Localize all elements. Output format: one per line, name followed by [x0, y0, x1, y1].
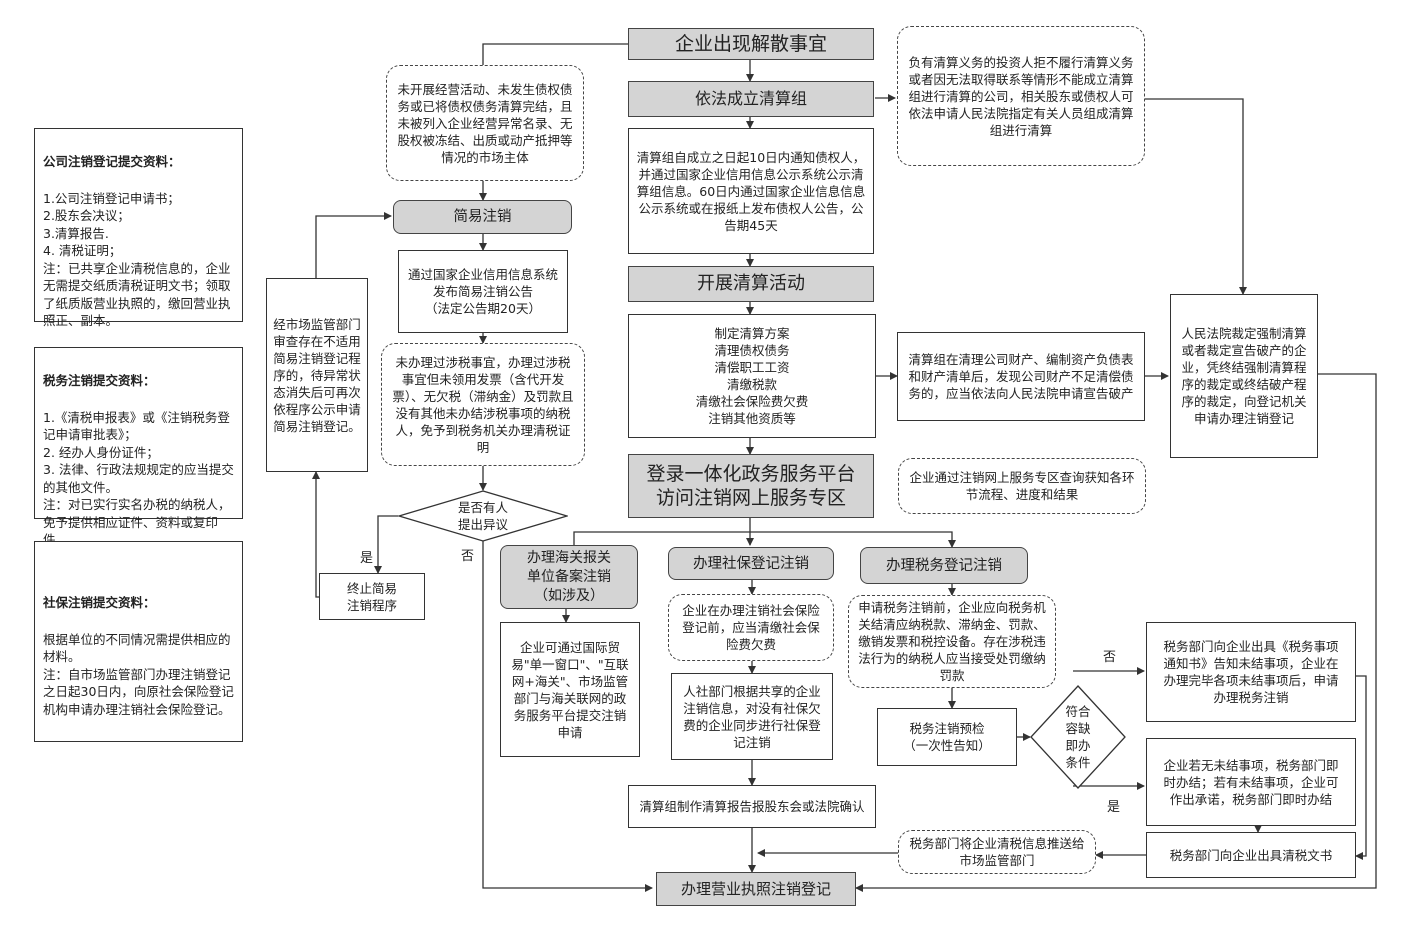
no-label-2: 否: [1103, 650, 1117, 665]
tax-condition-label: 符合 容缺 即办 条件: [1065, 704, 1091, 770]
court-bankruptcy-box: 人民法院裁定强制清算或者裁定宣告破产的企业，凭终结强制清算程序的裁定或终结破产程…: [1170, 294, 1318, 458]
social-cancel-node: 办理社保登记注销: [668, 547, 834, 580]
start-liquidation-node: 开展清算活动: [628, 266, 874, 302]
insufficient-assets-box: 清算组在清理公司财产、编制资产负债表和财产清单后，发现公司财产不足清偿债务的，应…: [897, 332, 1145, 421]
tax-materials-panel: 税务注销提交资料： 1.《清税申报表》或《注销税务登记申请审批表》； 2. 经办…: [34, 347, 243, 547]
tax-cancel-node: 办理税务登记注销: [860, 547, 1028, 584]
tax-exempt-note: 未办理过涉税事宜，办理过涉税事宜但未领用发票（含代开发票）、无欠税（滞纳金）及罚…: [381, 343, 585, 466]
tax-precheck-box: 税务注销预检 （一次性告知）: [877, 708, 1017, 766]
tax-note: 申请税务注销前，企业应向税务机关结清应纳税款、滞纳金、罚款、缴销发票和税控设备。…: [848, 595, 1056, 688]
platform-note: 企业通过注销网上服务专区查询获知各环节流程、进度和结果: [898, 458, 1146, 514]
social-note: 企业在办理注销社会保险登记前，应当清缴社会保险费欠费: [668, 594, 834, 661]
objection-label: 是否有人 提出异议: [457, 500, 508, 532]
terminate-simple-box: 终止简易 注销程序: [319, 573, 425, 620]
start-node: 企业出现解散事宜: [628, 28, 874, 60]
no-label: 否: [461, 549, 475, 564]
notify-creditors-box: 清算组自成立之日起10日内通知债权人，并通过国家企业信用信息公示系统公示清算组信…: [628, 128, 874, 254]
tax-condition-decision: [1030, 685, 1126, 789]
report-box: 清算组制作清算报告报股东会或法院确认: [628, 785, 876, 828]
company-materials-body: 1.公司注销登记申请书； 2.股东会决议； 3.清算报告. 4. 清税证明； 注…: [43, 190, 231, 329]
simple-announce-box: 通过国家企业信用信息系统发布简易注销公告 （法定公告期20天）: [398, 250, 568, 333]
push-info-note: 税务部门将企业清税信息推送给市场监管部门: [898, 830, 1096, 874]
simple-condition-note: 未开展经营活动、未发生债权债务或已将债权债务清算完结，且未被列入企业经营异常名录…: [386, 65, 584, 181]
tax-notice-box: 税务部门向企业出具《税务事项通知书》告知未结事项，企业在办理完毕各项未结事项后，…: [1146, 622, 1356, 722]
social-materials-title: 社保注销提交资料：: [43, 594, 156, 610]
yes-label: 是: [360, 551, 374, 566]
tax-materials-body: 1.《清税申报表》或《注销税务登记申请审批表》； 2. 经办人身份证件； 3. …: [43, 409, 234, 548]
social-materials-body: 根据单位的不同情况需提供相应的材料。 注：自市场监管部门办理注销登记之日起30日…: [43, 631, 234, 717]
company-materials-title: 公司注销登记提交资料：: [43, 153, 181, 169]
yes-label-2: 是: [1107, 800, 1121, 815]
simple-cancel-node: 简易注销: [393, 200, 572, 234]
liquidation-activities-box: 制定清算方案 清理债权债务 清偿职工工资 清缴税款 清缴社会保险费欠费 注销其他…: [628, 314, 876, 438]
customs-desc-box: 企业可通过国际贸易"单一窗口"、"互联网+海关"、市场监管部门与海关联网的政务服…: [500, 622, 640, 757]
platform-node: 登录一体化政务服务平台 访问注销网上服务专区: [628, 454, 874, 518]
final-node: 办理营业执照注销登记: [656, 872, 856, 906]
company-materials-panel: 公司注销登记提交资料： 1.公司注销登记申请书； 2.股东会决议； 3.清算报告…: [34, 128, 243, 328]
objection-decision: [398, 490, 568, 542]
tax-materials-title: 税务注销提交资料：: [43, 372, 156, 388]
market-review-box: 经市场监管部门审查存在不适用简易注销登记程序的，待异常状态消失后可再次依程序公示…: [266, 278, 368, 472]
customs-cancel-node: 办理海关报关 单位备案注销 （如涉及）: [500, 545, 638, 609]
court-designate-note: 负有清算义务的投资人拒不履行清算义务或者因无法取得联系等情形不能成立清算组进行清…: [897, 26, 1145, 166]
liquidation-group-node: 依法成立清算组: [628, 81, 874, 117]
tax-immediate-box: 企业若无未结事项，税务部门即时办结；若有未结事项，企业可作出承诺，税务部门即时办…: [1146, 738, 1356, 826]
tax-certificate-box: 税务部门向企业出具清税文书: [1146, 832, 1356, 878]
social-sync-box: 人社部门根据共享的企业注销信息，对没有社保欠费的企业同步进行社保登记注销: [671, 673, 833, 760]
social-materials-panel: 社保注销提交资料： 根据单位的不同情况需提供相应的材料。 注：自市场监管部门办理…: [34, 541, 243, 742]
